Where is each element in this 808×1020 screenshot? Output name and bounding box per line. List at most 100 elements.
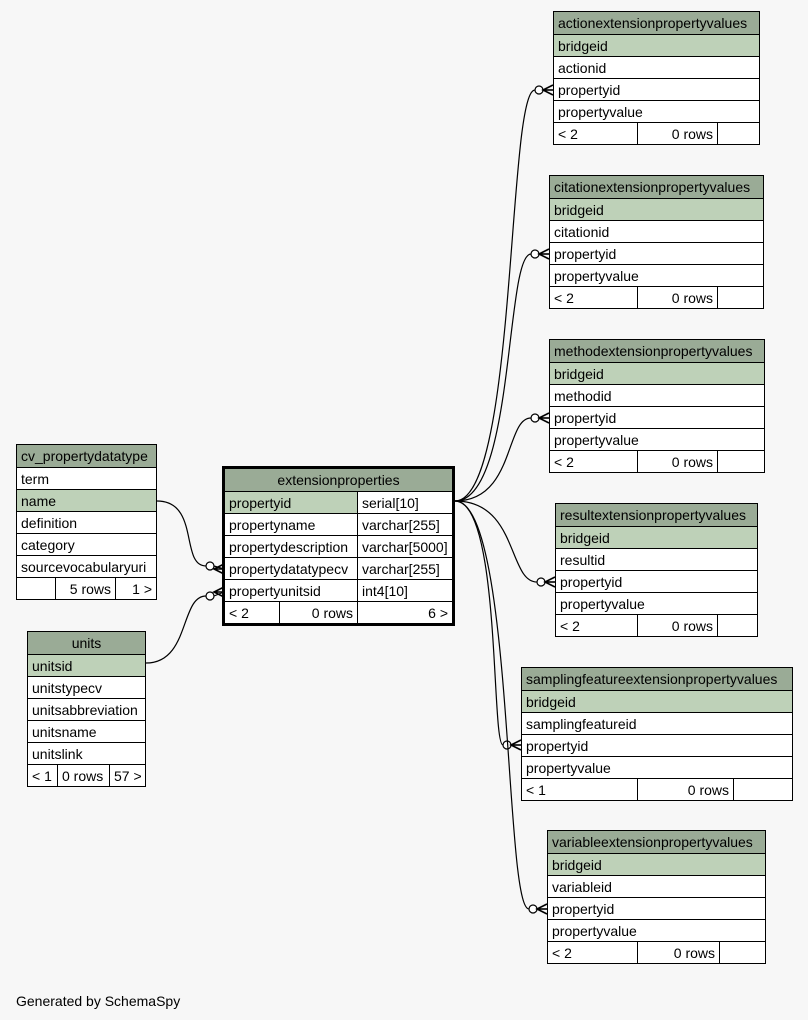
row-count: 0 rows: [279, 602, 357, 623]
generated-by-credit: Generated by SchemaSpy: [16, 993, 181, 1009]
column-bridgeid[interactable]: bridgeid: [522, 690, 792, 712]
table-extensionproperties[interactable]: extensionproperties propertyid serial[10…: [222, 466, 455, 626]
column-citationid[interactable]: citationid: [550, 220, 763, 242]
children-count[interactable]: 6 >: [357, 602, 452, 623]
column-unitsabbreviation[interactable]: unitsabbreviation: [28, 698, 145, 720]
table-footer: < 2 0 rows: [554, 122, 759, 144]
table-footer: < 2 0 rows: [550, 450, 764, 472]
column-name: propertyid: [229, 495, 292, 511]
column-propertyvalue[interactable]: propertyvalue: [550, 428, 764, 450]
column-bridgeid[interactable]: bridgeid: [554, 34, 759, 56]
column-propertyname[interactable]: propertyname varchar[255]: [225, 513, 452, 535]
table-header[interactable]: samplingfeatureextensionpropertyvalues: [522, 668, 792, 690]
column-type: varchar[255]: [357, 558, 452, 579]
parents-count[interactable]: < 1: [32, 768, 52, 784]
column-unitslink[interactable]: unitslink: [28, 742, 145, 764]
column-propertyvalue[interactable]: propertyvalue: [548, 919, 765, 941]
table-footer: < 2 0 rows: [548, 941, 765, 963]
table-header[interactable]: variableextensionpropertyvalues: [548, 831, 765, 853]
column-unitsname[interactable]: unitsname: [28, 720, 145, 742]
table-footer: 5 rows 1 >: [17, 577, 156, 599]
column-sourcevocabularyuri[interactable]: sourcevocabularyuri: [17, 555, 156, 577]
edge-units-optional-marker: [205, 591, 215, 601]
column-resultid[interactable]: resultid: [556, 548, 757, 570]
column-name: propertydescription: [229, 539, 349, 555]
parents-count[interactable]: < 1: [526, 782, 546, 798]
edge-methodextensionpropertyvalues-many-marker: [537, 412, 550, 424]
column-methodid[interactable]: methodid: [550, 384, 764, 406]
table-header[interactable]: citationextensionpropertyvalues: [550, 176, 763, 198]
column-unitstypecv[interactable]: unitstypecv: [28, 676, 145, 698]
column-bridgeid[interactable]: bridgeid: [550, 198, 763, 220]
row-count: 0 rows: [57, 765, 109, 786]
column-propertyid[interactable]: propertyid: [550, 242, 763, 264]
children-count[interactable]: 1 >: [115, 578, 156, 599]
parents-count[interactable]: < 2: [552, 945, 572, 961]
column-propertydatatypecv[interactable]: propertydatatypecv varchar[255]: [225, 557, 452, 579]
edge-cv_propertydatatype-optional-marker: [205, 561, 215, 571]
table-header[interactable]: resultextensionpropertyvalues: [556, 504, 757, 526]
table-footer: < 2 0 rows 6 >: [225, 601, 452, 623]
column-propertyid[interactable]: propertyid: [550, 406, 764, 428]
column-name[interactable]: name: [17, 489, 156, 511]
parents-count[interactable]: < 2: [560, 618, 580, 634]
column-variableid[interactable]: variableid: [548, 875, 765, 897]
edge-resultextensionpropertyvalues-many-marker: [543, 576, 556, 588]
edge-actionextensionpropertyvalues: [454, 89, 536, 502]
column-unitsid[interactable]: unitsid: [28, 654, 145, 676]
parents-count[interactable]: < 2: [229, 605, 249, 621]
column-term[interactable]: term: [17, 467, 156, 489]
row-count: 0 rows: [637, 942, 719, 963]
table-header[interactable]: extensionproperties: [225, 469, 452, 491]
row-count: 0 rows: [637, 451, 717, 472]
column-propertydescription[interactable]: propertydescription varchar[5000]: [225, 535, 452, 557]
column-propertyvalue[interactable]: propertyvalue: [556, 592, 757, 614]
column-propertyvalue[interactable]: propertyvalue: [554, 100, 759, 122]
edge-methodextensionpropertyvalues: [454, 417, 532, 502]
table-header[interactable]: actionextensionpropertyvalues: [554, 12, 759, 34]
column-type: varchar[5000]: [357, 536, 452, 557]
edge-citationextensionpropertyvalues-many-marker: [537, 248, 550, 260]
column-propertyid[interactable]: propertyid: [548, 897, 765, 919]
column-propertyvalue[interactable]: propertyvalue: [522, 756, 792, 778]
column-type: serial[10]: [357, 492, 452, 513]
column-propertyid[interactable]: propertyid serial[10]: [225, 491, 452, 513]
column-definition[interactable]: definition: [17, 511, 156, 533]
table-resultextensionpropertyvalues[interactable]: resultextensionpropertyvalues bridgeid r…: [555, 503, 758, 637]
table-header[interactable]: cv_propertydatatype: [17, 445, 156, 467]
table-cv_propertydatatype[interactable]: cv_propertydatatype term name definition…: [16, 444, 157, 600]
table-samplingfeatureextensionpropertyvalues[interactable]: samplingfeatureextensionpropertyvalues b…: [521, 667, 793, 801]
parents-count[interactable]: < 2: [554, 290, 574, 306]
table-header[interactable]: units: [28, 632, 145, 654]
edge-units: [145, 595, 207, 664]
row-count: 0 rows: [637, 779, 733, 800]
table-variableextensionpropertyvalues[interactable]: variableextensionpropertyvalues bridgeid…: [547, 830, 766, 964]
column-propertyvalue[interactable]: propertyvalue: [550, 264, 763, 286]
parents-count[interactable]: < 2: [554, 454, 574, 470]
column-bridgeid[interactable]: bridgeid: [548, 853, 765, 875]
column-bridgeid[interactable]: bridgeid: [556, 526, 757, 548]
table-header[interactable]: methodextensionpropertyvalues: [550, 340, 764, 362]
parents-count: [17, 578, 55, 599]
column-propertyunitsid[interactable]: propertyunitsid int4[10]: [225, 579, 452, 601]
column-propertyid[interactable]: propertyid: [522, 734, 792, 756]
edge-resultextensionpropertyvalues: [454, 500, 538, 583]
column-actionid[interactable]: actionid: [554, 56, 759, 78]
table-footer: < 2 0 rows: [556, 614, 757, 636]
table-methodextensionpropertyvalues[interactable]: methodextensionpropertyvalues bridgeid m…: [549, 339, 765, 473]
column-propertyid[interactable]: propertyid: [554, 78, 759, 100]
column-type: varchar[255]: [357, 514, 452, 535]
column-category[interactable]: category: [17, 533, 156, 555]
children-count: [717, 451, 764, 472]
children-count[interactable]: 57 >: [109, 765, 145, 786]
parents-count[interactable]: < 2: [558, 126, 578, 142]
column-name: propertydatatypecv: [229, 561, 349, 577]
table-citationextensionpropertyvalues[interactable]: citationextensionpropertyvalues bridgeid…: [549, 175, 764, 309]
edge-variableextensionpropertyvalues: [454, 500, 530, 910]
column-propertyid[interactable]: propertyid: [556, 570, 757, 592]
table-actionextensionpropertyvalues[interactable]: actionextensionpropertyvalues bridgeid a…: [553, 11, 760, 145]
table-units[interactable]: units unitsid unitstypecv unitsabbreviat…: [27, 631, 146, 787]
column-samplingfeatureid[interactable]: samplingfeatureid: [522, 712, 792, 734]
column-bridgeid[interactable]: bridgeid: [550, 362, 764, 384]
